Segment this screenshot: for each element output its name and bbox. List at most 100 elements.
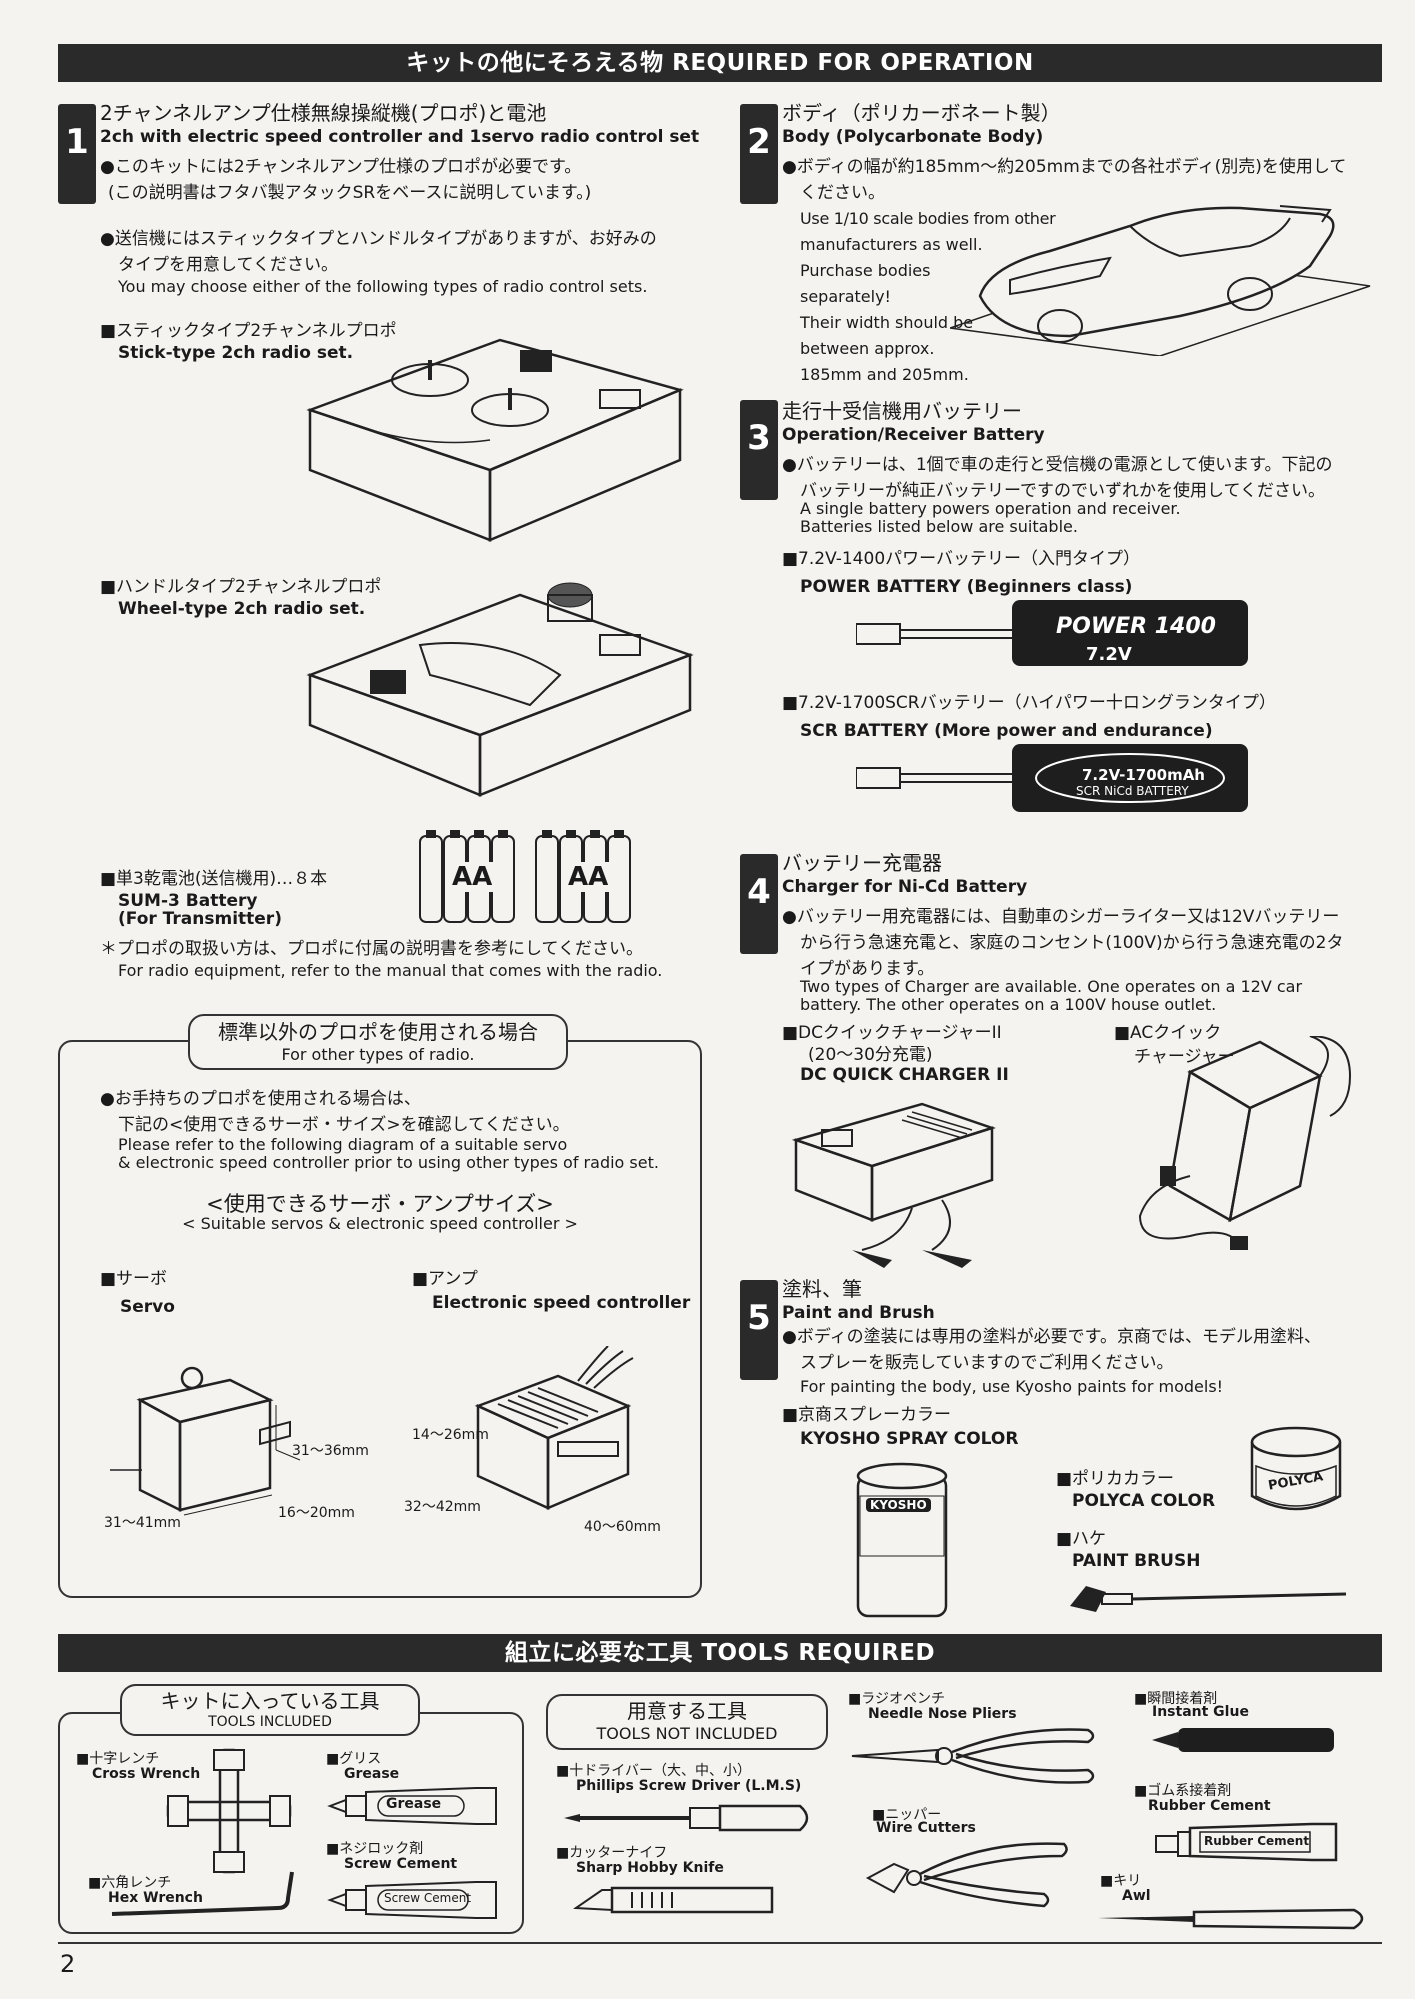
knife-label-jp: ■カッターナイフ <box>556 1845 668 1861</box>
esc-label-jp: ■アンプ <box>412 1269 478 1289</box>
wheel-type-label-en: Wheel-type 2ch radio set. <box>118 599 366 619</box>
servo-dim-height: 31〜36mm <box>292 1443 369 1459</box>
rubber-cement-label-en: Rubber Cement <box>1148 1798 1271 1814</box>
hex-wrench-label-jp: ■六角レンチ <box>88 1875 172 1891</box>
esc-dim-height: 14〜26mm <box>412 1427 489 1443</box>
cross-wrench-label-jp: ■十字レンチ <box>76 1751 160 1767</box>
s1-title-jp: 2チャンネルアンプ仕様無線操縦機(プロポ)と電池 <box>100 101 547 125</box>
wheel-type-label-jp: ■ハンドルタイプ2チャンネルプロポ <box>100 577 382 597</box>
pliers-label-en: Needle Nose Pliers <box>868 1706 1017 1722</box>
suitable-sizes-heading-en: < Suitable servos & electronic speed con… <box>182 1214 578 1233</box>
s4-en-1: Two types of Charger are available. One … <box>800 977 1303 996</box>
s5-en-1: For painting the body, use Kyosho paints… <box>800 1377 1224 1396</box>
section-number-4: 4 <box>740 854 778 954</box>
s2-text-2: ください。 <box>800 183 885 203</box>
radio-note-jp: ＊プロポの取扱い方は、プロポに付属の説明書を参考にしてください。 <box>100 939 643 959</box>
s3-title-jp: 走行十受信機用バッテリー <box>782 399 1022 423</box>
power-battery-voltage: 7.2V <box>1086 644 1132 665</box>
footer-rule <box>58 1942 1382 1944</box>
scr-battery-label-en: SCR BATTERY (More power and endurance) <box>800 721 1213 741</box>
s4-en-2: battery. The other operates on a 100V ho… <box>800 995 1217 1014</box>
tools-not-included-tab: 用意する工具 TOOLS NOT INCLUDED <box>546 1694 828 1750</box>
stick-transmitter-illustration <box>306 338 684 542</box>
ac-charger-label-jp-2: チャージャー <box>1134 1047 1235 1067</box>
section-banner-tools: 組立に必要な工具 TOOLS REQUIRED <box>58 1634 1382 1672</box>
servo-label-jp: ■サーボ <box>100 1269 168 1289</box>
rubber-cement-tube-label: Rubber Cement <box>1204 1834 1310 1848</box>
hex-wrench-illustration <box>111 1871 294 1916</box>
brush-label-jp: ■ハケ <box>1056 1529 1107 1549</box>
s2-en-4: separately! <box>800 287 891 306</box>
stick-type-label-en: Stick-type 2ch radio set. <box>118 343 354 363</box>
other-text-3: Please refer to the following diagram of… <box>118 1135 568 1154</box>
instant-glue-label-jp: ■瞬間接着剤 <box>1134 1691 1218 1707</box>
other-text-1: ●お手持ちのプロポを使用される場合は、 <box>100 1089 421 1109</box>
needle-nose-pliers-illustration <box>851 1728 1095 1784</box>
rubber-cement-tube-illustration <box>1155 1822 1338 1862</box>
s5-text-2: スプレーを販売していますのでご利用ください。 <box>800 1353 1174 1373</box>
spray-can-brand: KYOSHO <box>866 1498 931 1512</box>
awl-illustration <box>1098 1908 1364 1930</box>
s1-title-en: 2ch with electric speed controller and 1… <box>100 127 700 147</box>
wire-cutters-illustration <box>865 1842 1068 1908</box>
page-number: 2 <box>60 1950 76 1978</box>
s5-title-jp: 塗料、筆 <box>782 1277 862 1301</box>
pliers-label-jp: ■ラジオペンチ <box>848 1691 945 1707</box>
brush-label-en: PAINT BRUSH <box>1072 1551 1201 1571</box>
esc-dim-width: 32〜42mm <box>404 1499 481 1515</box>
aa-battery-label-jp: ■単3乾電池(送信機用)…８本 <box>100 869 328 889</box>
power-battery-label-en: POWER BATTERY (Beginners class) <box>800 577 1133 597</box>
spray-color-label-en: KYOSHO SPRAY COLOR <box>800 1429 1019 1449</box>
scr-battery-label-jp: ■7.2V-1700SCRバッテリー（ハイパワー十ロングランタイプ） <box>782 693 1276 713</box>
paint-brush-illustration <box>1070 1586 1347 1612</box>
servo-dim-length: 31〜41mm <box>104 1515 181 1531</box>
rubber-cement-label-jp: ■ゴム系接着剤 <box>1134 1783 1232 1799</box>
power-battery-label-jp: ■7.2V-1400パワーバッテリー（入門タイプ） <box>782 549 1140 569</box>
car-body-illustration <box>950 205 1371 356</box>
wire-cutters-label-en: Wire Cutters <box>876 1820 976 1836</box>
servo-dim-width: 16〜20mm <box>278 1505 355 1521</box>
s3-en-1: A single battery powers operation and re… <box>800 499 1181 518</box>
tools-not-included-en: TOOLS NOT INCLUDED <box>596 1724 778 1743</box>
s3-text-2: バッテリーが純正バッテリーですのでいずれかを使用してください。 <box>800 481 1325 501</box>
tools-included-en: TOOLS INCLUDED <box>208 1714 332 1730</box>
s2-en-5: Their width should be <box>800 313 974 332</box>
grease-tube-illustration <box>327 1787 497 1825</box>
screwdriver-illustration <box>564 1804 809 1832</box>
esc-dim-length: 40〜60mm <box>584 1519 661 1535</box>
other-radio-box <box>58 1040 702 1598</box>
polyca-label-en: POLYCA COLOR <box>1072 1491 1216 1511</box>
s2-title-jp: ボディ（ポリカーボネート製） <box>782 101 1061 125</box>
polyca-label-jp: ■ポリカカラー <box>1056 1469 1175 1489</box>
section-number-3: 3 <box>740 400 778 500</box>
other-radio-tab-jp: 標準以外のプロポを使用される場合 <box>218 1020 538 1044</box>
s2-en-3: Purchase bodies <box>800 261 931 280</box>
cross-wrench-label-en: Cross Wrench <box>92 1766 201 1782</box>
s2-en-6: between approx. <box>800 339 935 358</box>
esc-label-en: Electronic speed controller <box>432 1293 691 1313</box>
other-text-2: 下記の<使用できるサーボ・サイズ>を確認してください。 <box>118 1115 570 1135</box>
s1-text-5: You may choose either of the following t… <box>118 277 648 296</box>
s2-title-en: Body (Polycarbonate Body) <box>782 127 1044 147</box>
grease-label-jp: ■グリス <box>326 1751 382 1767</box>
s4-text-2: から行う急速充電と、家庭のコンセント(100V)から行う急速充電の2タ <box>800 933 1344 953</box>
hobby-knife-illustration <box>573 1886 774 1914</box>
s1-text-4: タイプを用意してください。 <box>118 255 338 275</box>
spray-color-label-jp: ■京商スプレーカラー <box>782 1405 952 1425</box>
s1-text-2: (この説明書はフタバ製アタックSRをベースに説明しています。) <box>108 183 592 203</box>
ac-quick-charger-illustration <box>1138 1036 1352 1250</box>
power-battery-label: POWER 1400 <box>1056 614 1216 639</box>
polyca-jar-illustration <box>1250 1426 1342 1511</box>
aa-battery-label-en-1: SUM-3 Battery <box>118 891 258 911</box>
s1-text-1: ●このキットには2チャンネルアンプ仕様のプロポが必要です。 <box>100 157 582 177</box>
section-banner-required: キットの他にそろえる物 REQUIRED FOR OPERATION <box>58 44 1382 82</box>
s4-title-en: Charger for Ni-Cd Battery <box>782 877 1028 897</box>
other-text-4: & electronic speed controller prior to u… <box>118 1153 659 1172</box>
screw-cement-label-jp: ■ネジロック剤 <box>326 1841 424 1857</box>
screw-cement-label-en: Screw Cement <box>344 1856 458 1872</box>
s2-en-2: manufacturers as well. <box>800 235 983 254</box>
spray-can-illustration <box>856 1462 948 1618</box>
aa-label-2: AA <box>566 862 611 892</box>
tools-not-included-jp: 用意する工具 <box>627 1699 747 1723</box>
stick-type-label-jp: ■スティックタイプ2チャンネルプロポ <box>100 321 397 341</box>
